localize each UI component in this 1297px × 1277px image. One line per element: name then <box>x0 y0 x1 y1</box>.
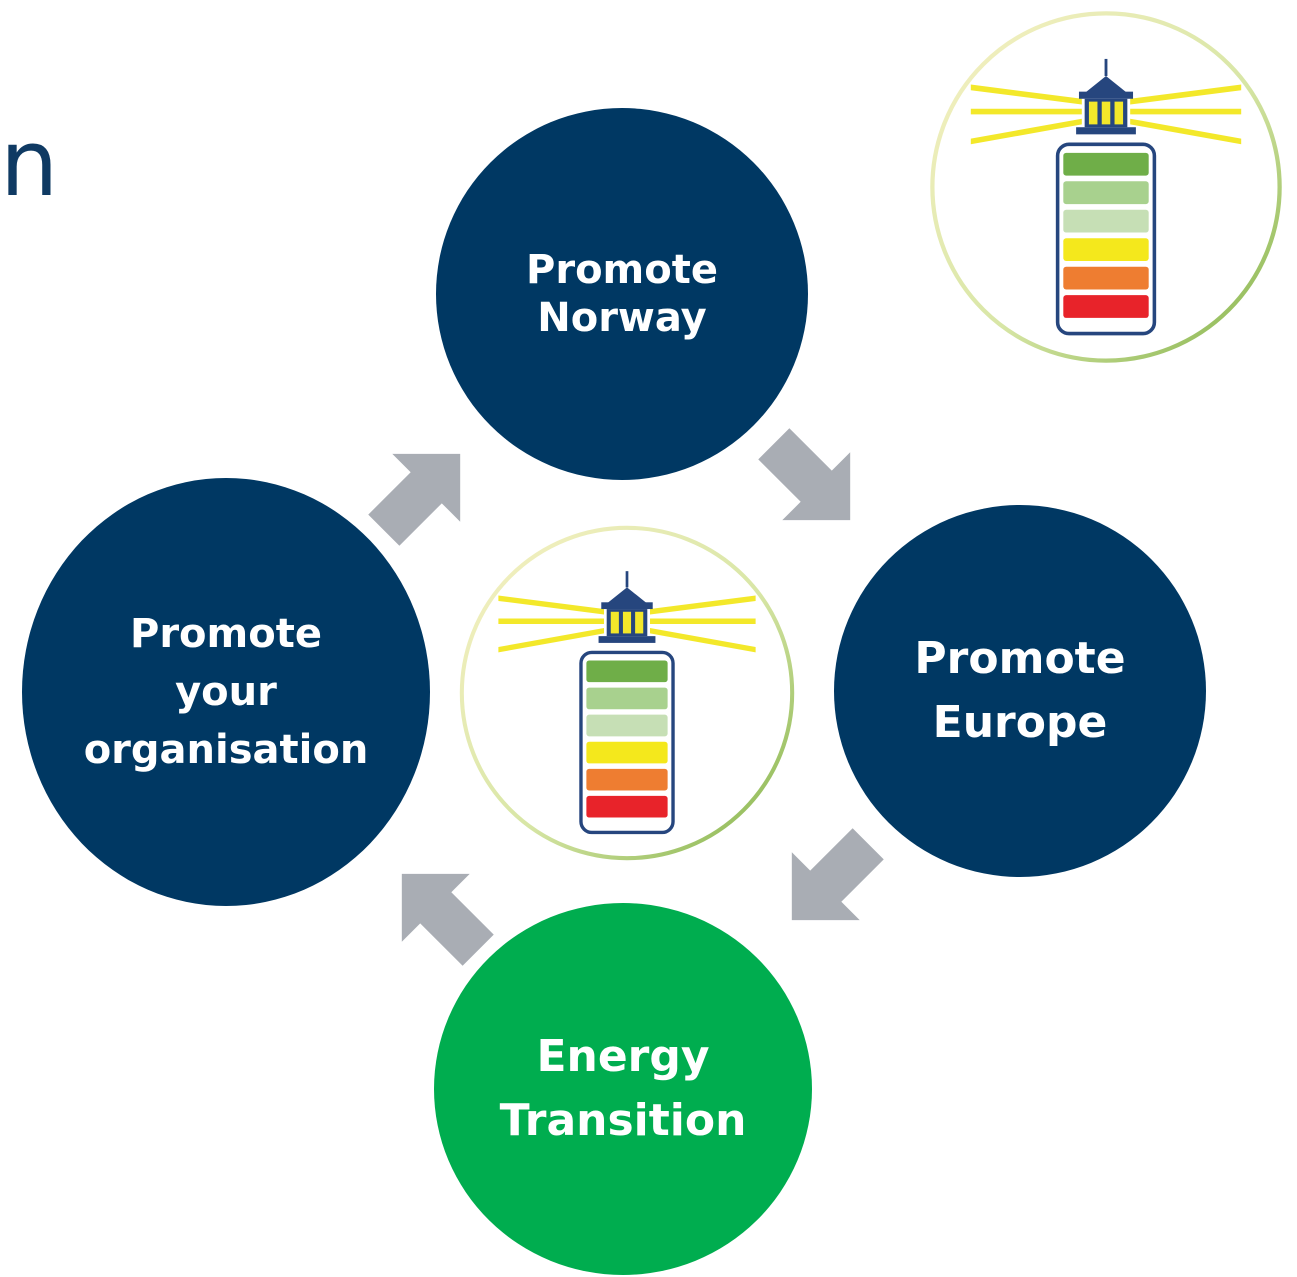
node-label-line: Energy <box>536 1031 710 1083</box>
block-arrow-icon <box>758 428 851 521</box>
node-promote-europe: Promote Europe <box>834 505 1206 877</box>
node-label: Promote Europe <box>914 627 1125 755</box>
arrow-org-to-norway <box>368 453 461 546</box>
node-label: Promote your organisation <box>84 605 369 779</box>
node-label-line: Norway <box>537 295 707 341</box>
node-promote-norway: Promote Norway <box>436 108 808 480</box>
node-label-line: Europe <box>932 697 1108 748</box>
center-lighthouse-logo <box>459 525 795 861</box>
arrow-norway-to-europe <box>758 428 851 521</box>
lighthouse-battery-icon <box>459 525 795 861</box>
node-label: Promote Norway <box>526 246 718 342</box>
node-label: Energy Transition <box>500 1025 747 1153</box>
arrow-energy-to-org <box>401 873 494 966</box>
node-promote-your-organisation: Promote your organisation <box>22 478 430 906</box>
block-arrow-icon <box>368 453 461 546</box>
node-energy-transition: Energy Transition <box>434 903 812 1275</box>
node-label-line: organisation <box>83 727 369 773</box>
node-label-line: your <box>175 669 277 715</box>
node-label-line: Promote <box>914 633 1126 685</box>
block-arrow-icon <box>401 873 494 966</box>
node-label-line: Promote <box>526 247 718 293</box>
node-label-line: Transition <box>499 1095 747 1146</box>
arrow-europe-to-energy <box>791 828 884 921</box>
page-title-fragment: n <box>0 110 59 217</box>
node-label-line: Promote <box>130 611 322 657</box>
block-arrow-icon <box>791 828 884 921</box>
lighthouse-battery-icon <box>930 11 1282 363</box>
corner-lighthouse-logo <box>930 11 1282 363</box>
